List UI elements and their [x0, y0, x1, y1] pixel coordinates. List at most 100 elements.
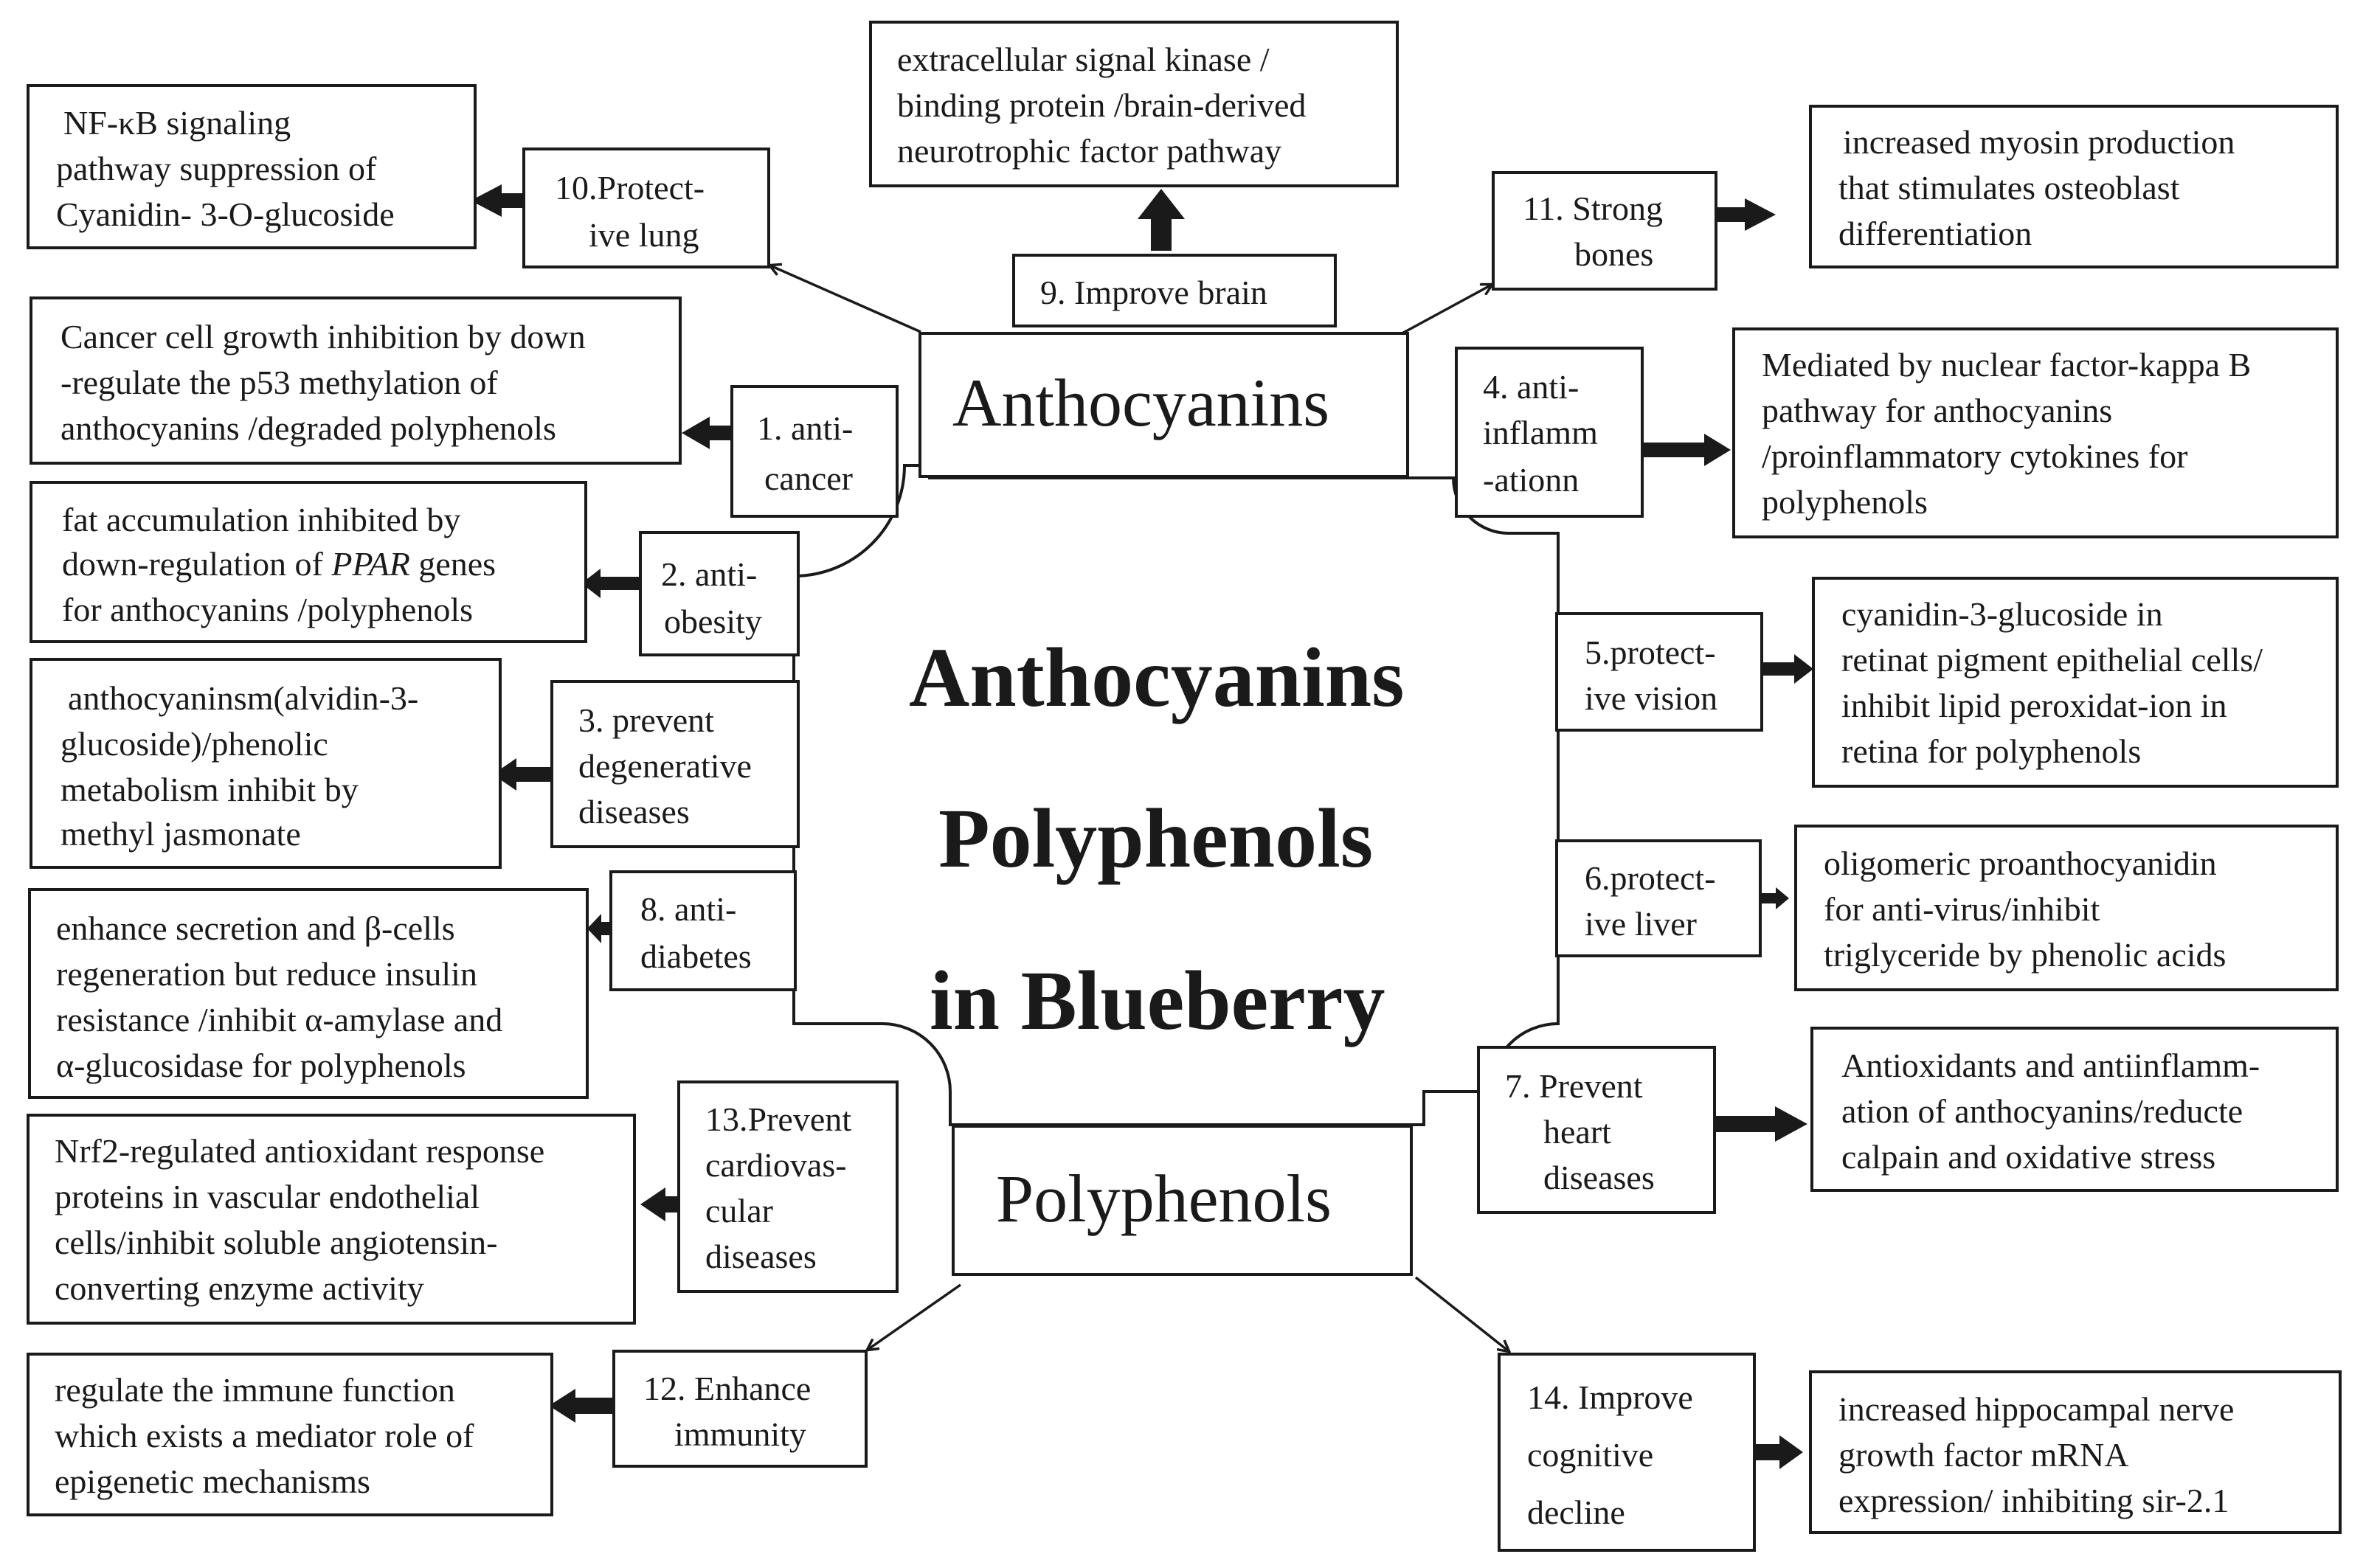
detail-line: growth factor mRNA: [1838, 1436, 2129, 1474]
arrow-liver: [1760, 887, 1789, 909]
benefit-label-line: degenerative: [578, 747, 752, 785]
detail-line: for anti-virus/inhibit: [1824, 890, 2100, 928]
detail-line: increased hippocampal nerve: [1838, 1390, 2235, 1428]
arrow-obesity: [581, 569, 639, 598]
detail-cardiovascular-diseases: Nrf2-regulated antioxidant response prot…: [27, 1114, 636, 1325]
detail-anti-obesity: fat accumulation inhibited by down-regul…: [30, 481, 587, 643]
detail-line: converting enzyme activity: [55, 1269, 424, 1307]
benefit-label-line: 9. Improve brain: [1040, 274, 1267, 311]
arrow-diabetes: [587, 914, 610, 943]
benefit-label-line: diseases: [705, 1238, 817, 1275]
benefit-label-anti-inflammation: 4. anti- inflamm -ationn: [1455, 347, 1644, 518]
center-title-line-1: Anthocyanins: [909, 631, 1405, 724]
benefit-label-line: cular: [705, 1192, 773, 1229]
detail-line: binding protein /brain-derived: [897, 86, 1307, 124]
detail-degenerative-diseases: anthocyaninsm(alvidin-3- glucoside)/phen…: [30, 658, 502, 869]
detail-line: proteins in vascular endothelial: [55, 1178, 480, 1215]
benefit-label-anti-cancer: 1. anti- cancer: [730, 385, 899, 518]
detail-line: Nrf2-regulated antioxidant response: [55, 1132, 545, 1170]
benefit-label-line: cognitive: [1527, 1436, 1654, 1474]
benefit-label-improve-brain: 9. Improve brain: [1012, 254, 1337, 327]
detail-line: NF-κB signaling: [63, 104, 291, 142]
benefit-label-line: 12. Enhance: [643, 1370, 812, 1407]
benefit-label-heart-diseases: 7. Prevent heart diseases: [1477, 1046, 1716, 1214]
detail-line: for anthocyanins /polyphenols: [62, 591, 474, 628]
benefit-label-line: diseases: [1543, 1159, 1655, 1196]
benefit-label-line: 5.protect-: [1585, 634, 1716, 671]
detail-line: neurotrophic factor pathway: [897, 132, 1282, 170]
detail-line: pathway for anthocyanins: [1762, 392, 2113, 429]
detail-line: Mediated by nuclear factor-kappa B: [1762, 346, 2252, 384]
detail-line: down-regulation of PPAR genes: [62, 545, 497, 583]
benefit-label-line: 4. anti-: [1483, 368, 1580, 406]
benefit-label-anti-obesity: 2. anti- obesity: [639, 531, 800, 656]
arrow-brain: [1138, 189, 1185, 251]
benefit-label-protective-lung: 10.Protect- ive lung: [522, 148, 770, 268]
detail-protective-vision: cyanidin-3-glucoside in retinat pigment …: [1812, 577, 2339, 788]
detail-line: α-glucosidase for polyphenols: [56, 1047, 466, 1084]
arrow-heart: [1716, 1106, 1807, 1142]
benefit-label-line: ive liver: [1585, 905, 1697, 943]
arrow-hub-to-immunity: [868, 1283, 962, 1350]
detail-strong-bones: increased myosin production that stimula…: [1809, 105, 2339, 268]
detail-enhance-immunity: regulate the immune function which exist…: [27, 1353, 553, 1516]
detail-protective-lung: NF-κB signaling pathway suppression of C…: [27, 84, 477, 249]
detail-line: epigenetic mechanisms: [55, 1463, 370, 1500]
detail-anti-diabetes: enhance secretion and β-cells regenerati…: [28, 888, 589, 1099]
detail-line: Antioxidants and antiinflamm-: [1841, 1047, 2260, 1084]
benefit-label-cognitive-decline: 14. Improve cognitive decline: [1498, 1353, 1756, 1552]
benefit-label-line: 13.Prevent: [705, 1100, 852, 1138]
benefit-label-strong-bones: 11. Strong bones: [1492, 171, 1717, 291]
detail-line: ation of anthocyanins/reducte: [1841, 1092, 2243, 1130]
detail-protective-liver: oligomeric proanthocyanidin for anti-vir…: [1794, 825, 2339, 991]
detail-line: triglyceride by phenolic acids: [1824, 936, 2227, 974]
benefit-label-protective-vision: 5.protect- ive vision: [1555, 612, 1763, 732]
detail-line: -regulate the p53 methylation of: [60, 364, 498, 401]
detail-line: calpain and oxidative stress: [1841, 1138, 2216, 1176]
detail-line: cells/inhibit soluble angiotensin-: [55, 1224, 498, 1261]
benefit-label-line: 1. anti-: [757, 409, 854, 447]
detail-line: that stimulates osteoblast: [1838, 169, 2180, 207]
detail-line: polyphenols: [1762, 483, 1928, 521]
benefit-label-cardiovascular-diseases: 13.Prevent cardiovas- cular diseases: [677, 1080, 899, 1293]
detail-line: pathway suppression of: [56, 150, 377, 187]
detail-line: anthocyanins /degraded polyphenols: [60, 409, 556, 447]
benefit-label-protective-liver: 6.protect- ive liver: [1555, 839, 1762, 957]
detail-heart-diseases: Antioxidants and antiinflamm- ation of a…: [1810, 1027, 2339, 1192]
benefit-label-line: immunity: [674, 1415, 806, 1453]
benefit-label-line: inflamm: [1483, 414, 1598, 451]
detail-anti-cancer: Cancer cell growth inhibition by down -r…: [30, 296, 682, 465]
benefit-label-line: ive vision: [1585, 679, 1718, 717]
detail-line: Cancer cell growth inhibition by down: [60, 318, 586, 355]
arrow-bones: [1715, 198, 1776, 231]
detail-line: oligomeric proanthocyanidin: [1824, 844, 2217, 882]
benefit-label-line: cancer: [764, 459, 853, 497]
benefit-label-line: ive lung: [589, 216, 699, 254]
benefit-label-line: heart: [1543, 1113, 1611, 1151]
center-title-line-2: Polyphenols: [938, 791, 1374, 885]
detail-line: anthocyaninsm(alvidin-3-: [68, 679, 419, 717]
arrow-immunity: [549, 1389, 612, 1423]
detail-line: enhance secretion and β-cells: [56, 909, 455, 947]
detail-line: regulate the immune function: [55, 1371, 455, 1409]
benefit-label-line: -ationn: [1483, 461, 1580, 499]
benefit-label-line: 10.Protect-: [555, 169, 705, 207]
detail-line: resistance /inhibit α-amylase and: [56, 1001, 503, 1038]
benefit-label-line: 6.protect-: [1585, 859, 1716, 897]
arrow-inflammation: [1644, 434, 1731, 466]
detail-line: Cyanidin- 3-O-glucoside: [56, 195, 395, 233]
arrow-vision: [1763, 654, 1813, 684]
benefit-label-line: cardiovas-: [705, 1146, 847, 1184]
polyphenols-box-label: Polyphenols: [996, 1161, 1332, 1236]
arrow-degenerative: [493, 758, 550, 791]
benefit-label-degenerative-diseases: 3. prevent degenerative diseases: [550, 680, 800, 848]
detail-line: increased myosin production: [1843, 123, 2235, 161]
benefit-label-line: 7. Prevent: [1505, 1067, 1643, 1105]
benefit-label-line: 3. prevent: [578, 701, 714, 739]
benefit-label-enhance-immunity: 12. Enhance immunity: [612, 1350, 868, 1468]
detail-line: inhibit lipid peroxidat-ion in: [1841, 687, 2227, 724]
arrow-hub-to-bones: [1397, 285, 1492, 337]
center-title-line-3: in Blueberry: [930, 954, 1385, 1047]
detail-line: differentiation: [1838, 215, 2032, 252]
polyphenols-box: Polyphenols: [952, 1125, 1413, 1276]
